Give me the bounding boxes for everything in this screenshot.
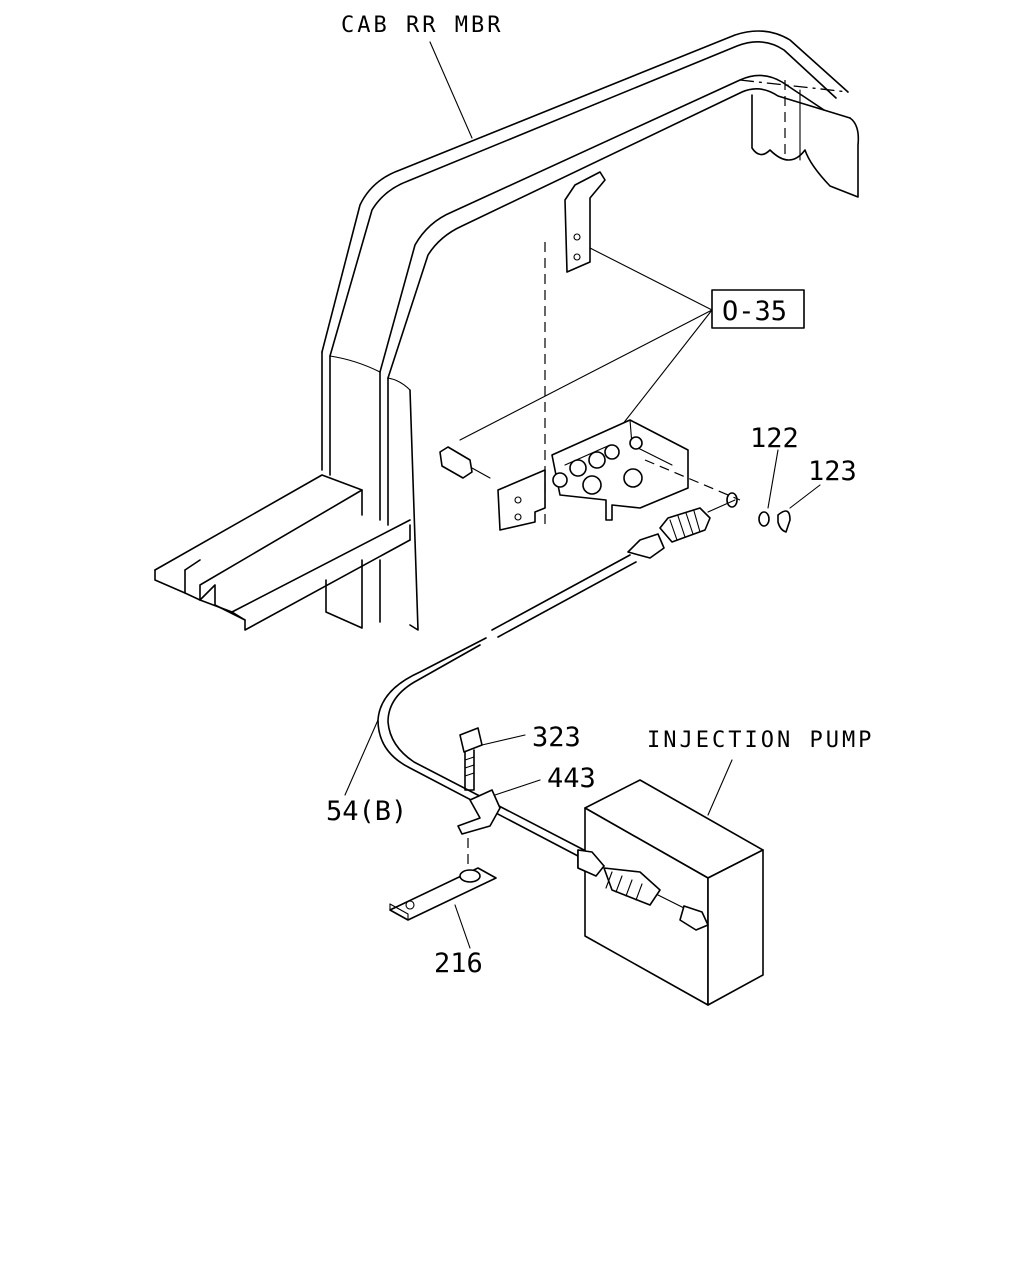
part-443-label: 443 <box>547 763 596 794</box>
ref-o35-label: O-35 <box>722 296 787 327</box>
bolt-323: 323 <box>459 722 581 791</box>
clip-443: 443 <box>457 763 596 870</box>
part-54b-label: 54(B) <box>326 796 407 827</box>
cab-rr-mbr-callout: CAB RR MBR <box>341 13 503 139</box>
washer-122: 122 <box>750 423 799 527</box>
cab-rr-mbr-label: CAB RR MBR <box>341 13 503 38</box>
part-123-label: 123 <box>808 456 857 487</box>
pin-123: 123 <box>777 456 857 533</box>
injection-pump-label: INJECTION PUMP <box>647 728 874 753</box>
cab-rear-member <box>154 30 860 631</box>
part-122-label: 122 <box>750 423 799 454</box>
ref-o35-callout: O-35 <box>459 242 805 525</box>
part-323-label: 323 <box>532 722 581 753</box>
part-216-label: 216 <box>434 948 483 979</box>
linkage-bracket-assembly <box>439 419 741 531</box>
plate-216: 216 <box>389 867 497 979</box>
injection-pump: INJECTION PUMP <box>577 728 874 1006</box>
